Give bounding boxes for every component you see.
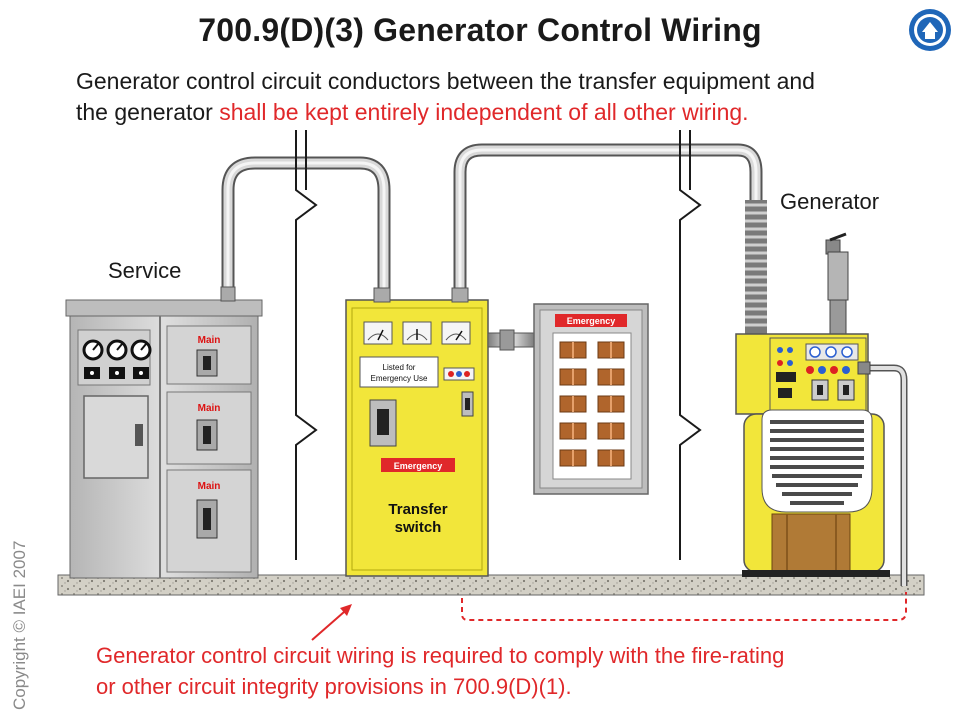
meter-icon	[363, 321, 471, 345]
intro-text: Generator control circuit conductors bet…	[76, 66, 876, 128]
intro-line-2-emphasis: shall be kept entirely independent of al…	[219, 99, 749, 125]
main-label-1: Main	[198, 335, 221, 346]
transfer-switch-label-line-2: switch	[395, 519, 442, 536]
transfer-switch-label-line-1: Transfer	[388, 501, 447, 518]
flexible-conduit	[745, 200, 767, 335]
panel-connector	[487, 329, 535, 351]
intro-line-2: the generator shall be kept entirely ind…	[76, 97, 876, 128]
breaker-icon	[196, 349, 218, 539]
meter-icon	[805, 343, 859, 361]
generator-label: Generator	[780, 189, 880, 214]
generator-unit	[735, 232, 908, 586]
compliance-note: Generator control circuit wiring is requ…	[96, 640, 916, 702]
main-label-3: Main	[198, 481, 221, 492]
conduit-service-to-transfer	[221, 156, 391, 299]
iaei-logo-icon	[909, 9, 951, 51]
listed-label-line-1: Listed for	[383, 363, 416, 372]
floor-slab	[57, 574, 925, 596]
service-label: Service	[108, 258, 182, 283]
conduit-transfer-to-generator	[453, 143, 763, 299]
meter-icon	[82, 339, 152, 379]
copyright-notice: Copyright © IAEI 2007	[8, 520, 34, 710]
note-line-1: Generator control circuit wiring is requ…	[96, 643, 785, 668]
page-title: 700.9(D)(3) Generator Control Wiring	[198, 12, 762, 48]
intro-line-2-start: the generator	[76, 99, 220, 125]
note-line-2: or other circuit integrity provisions in…	[96, 674, 572, 699]
transfer-switch: Listed for Emergency Use Emergency Trans…	[345, 287, 489, 577]
disconnect-switch-icon	[369, 391, 474, 447]
radiator-grille	[770, 420, 864, 505]
copyright-text: Copyright © IAEI 2007	[10, 540, 29, 710]
transfer-emergency-label: Emergency	[394, 461, 443, 471]
callout-arrow	[311, 604, 352, 641]
conduit-break-icon	[295, 130, 702, 560]
main-label-2: Main	[198, 403, 221, 414]
panel-emergency-label: Emergency	[567, 316, 616, 326]
service-equipment: Main Main Main	[65, 286, 263, 579]
intro-line-1: Generator control circuit conductors bet…	[76, 68, 815, 94]
control-wiring-path	[461, 592, 907, 621]
listed-label-line-2: Emergency Use	[371, 374, 428, 383]
emergency-panel: Emergency	[533, 303, 649, 495]
